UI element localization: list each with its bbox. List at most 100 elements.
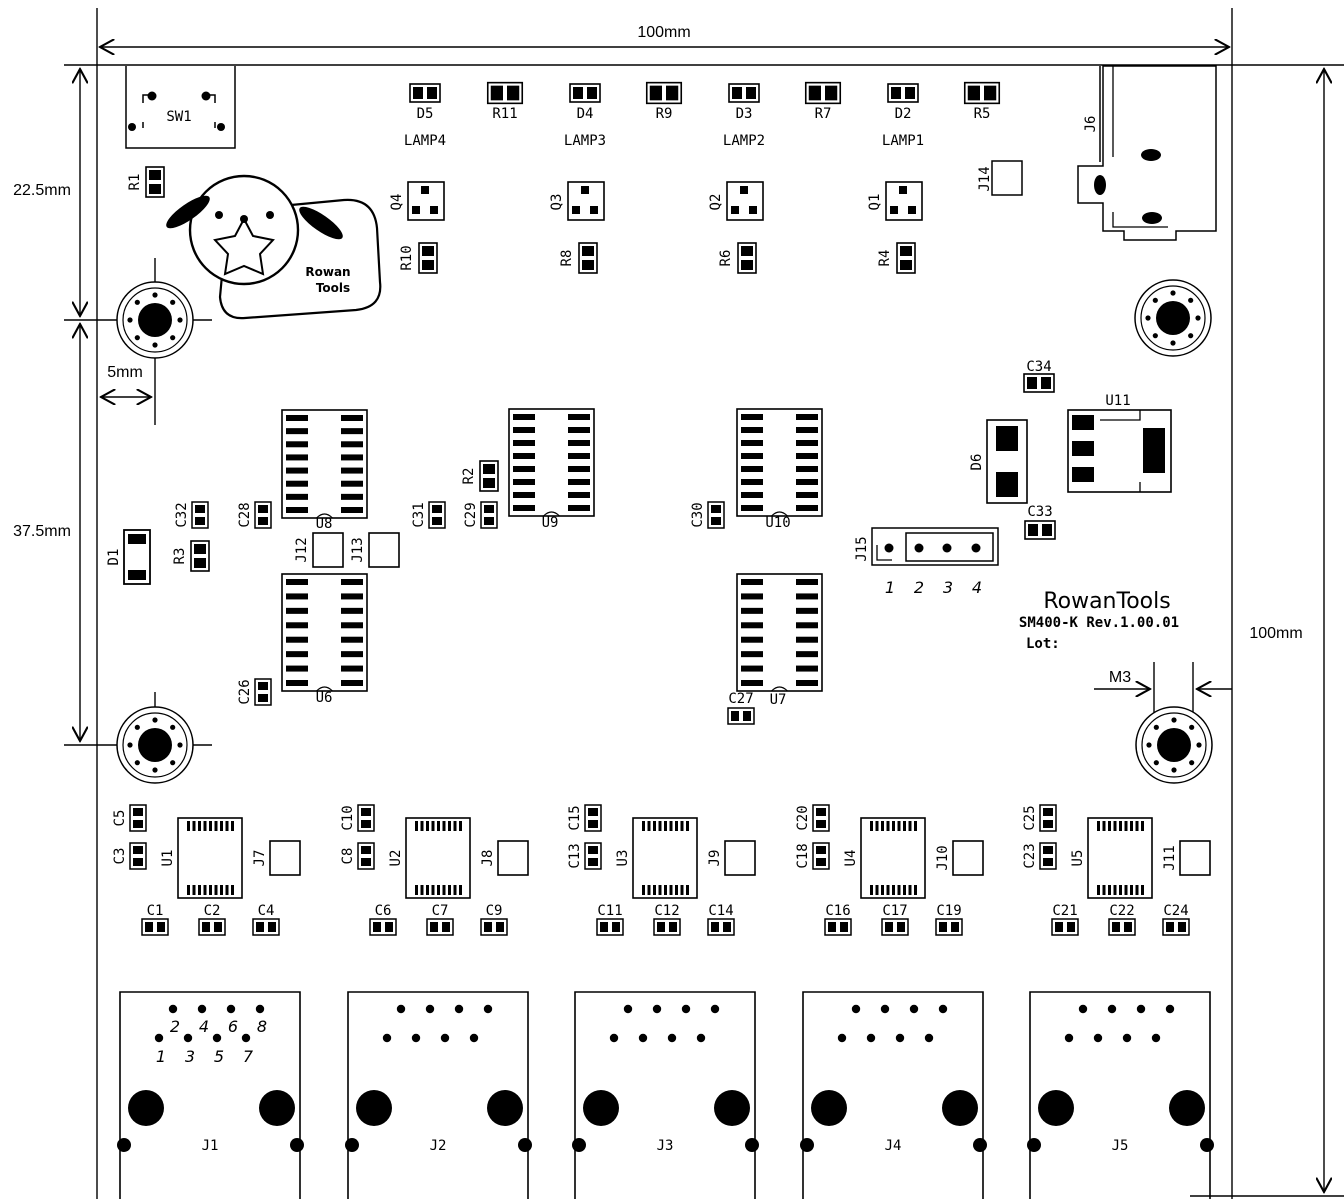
u11-label: U11 <box>1105 393 1130 409</box>
rj45-label: J5 <box>1112 1138 1129 1154</box>
cap-c32: C32 <box>174 501 209 529</box>
c34-label: C34 <box>1026 359 1051 375</box>
cap-label: C23 <box>1022 843 1038 868</box>
sw1-label: SW1 <box>166 109 191 125</box>
cap-label: C9 <box>486 903 503 919</box>
resistor-label: R4 <box>877 250 893 267</box>
ic-u7: U7 <box>736 573 823 708</box>
r2-label: R2 <box>461 468 477 485</box>
diode-d1: D1 <box>106 529 151 585</box>
cap-label: C18 <box>795 843 811 868</box>
j14-label: J14 <box>977 166 993 191</box>
board-outline <box>96 64 1233 1199</box>
lamp-label: LAMP4 <box>404 133 446 149</box>
cap-c15: C15 <box>567 804 602 832</box>
rj45-pin-label: 8 <box>257 1017 267 1036</box>
connector: J7 <box>252 840 301 876</box>
connector-label: J7 <box>252 850 268 867</box>
connector-label: J10 <box>935 845 951 870</box>
c29-label: C29 <box>463 502 479 527</box>
rj45-label: J2 <box>430 1138 447 1154</box>
rj45-label: J4 <box>885 1138 902 1154</box>
u7-label: U7 <box>770 692 787 708</box>
cap-label: C14 <box>708 903 733 919</box>
cap-c34: C34 <box>1023 359 1055 393</box>
c28-label: C28 <box>237 502 253 527</box>
r1-label: R1 <box>127 174 143 191</box>
cap-c6: C6 <box>369 903 397 936</box>
cap-c16: C16 <box>824 903 852 936</box>
ic-label: U5 <box>1070 850 1086 867</box>
cap-label: C5 <box>112 810 128 827</box>
cap-c29: C29 <box>463 501 498 529</box>
cap-c20: C20 <box>795 804 830 832</box>
cap-label: C7 <box>432 903 449 919</box>
rj45-pin-label: 4 <box>199 1017 209 1036</box>
resistor-r1: R1 <box>127 166 165 198</box>
resistor-label: R10 <box>399 245 415 270</box>
cap-label: C1 <box>147 903 164 919</box>
cap-c27: C27 <box>727 691 755 725</box>
resistor-label: R5 <box>974 106 991 122</box>
u6-label: U6 <box>316 690 333 706</box>
resistor-label: R9 <box>656 106 673 122</box>
logo-text-rowan: Rowan <box>305 265 350 279</box>
cap-c3: C3 <box>112 842 147 870</box>
dimension-middle-left-label: 37.5mm <box>13 523 71 540</box>
led-label: D2 <box>895 106 912 122</box>
c30-label: C30 <box>690 502 706 527</box>
rj45-pin-label: 2 <box>170 1017 180 1036</box>
mounting-hole-bottom-right <box>1135 706 1213 784</box>
cap-c9: C9 <box>480 903 508 936</box>
cap-label: C8 <box>340 848 356 865</box>
cap-c4: C4 <box>252 903 280 936</box>
d6-label: D6 <box>969 454 985 471</box>
phy-ic: U2 <box>388 817 471 899</box>
c33-label: C33 <box>1027 504 1052 520</box>
cap-c11: C11 <box>596 903 624 936</box>
cap-c17: C17 <box>881 903 909 936</box>
j14-connector: J14 <box>977 160 1023 196</box>
cap-label: C22 <box>1109 903 1134 919</box>
j6-dc-jack: J6 <box>1077 65 1217 241</box>
transistor-label: Q4 <box>389 194 405 211</box>
phy-ic: U4 <box>843 817 926 899</box>
cap-label: C10 <box>340 805 356 830</box>
j15-label: J15 <box>854 536 870 561</box>
cap-c5: C5 <box>112 804 147 832</box>
lamp-label: LAMP3 <box>564 133 606 149</box>
switch-sw1: SW1 <box>125 66 236 149</box>
lamp-label: LAMP2 <box>723 133 765 149</box>
j12-label: J12 <box>294 537 310 562</box>
lot-label: Lot: <box>1026 636 1060 652</box>
cap-label: C13 <box>567 843 583 868</box>
conn-j12: J12 <box>294 532 344 568</box>
cap-label: C6 <box>375 903 392 919</box>
j15-pin-label: 4 <box>972 578 982 597</box>
rj45-pin-label: 7 <box>243 1047 254 1066</box>
j6-label: J6 <box>1083 116 1099 133</box>
u8-label: U8 <box>316 516 333 532</box>
conn-j13: J13 <box>350 532 400 568</box>
phy-ic: U1 <box>160 817 243 899</box>
connector-label: J9 <box>707 850 723 867</box>
resistor-label: R6 <box>718 250 734 267</box>
cap-c13: C13 <box>567 842 602 870</box>
j15-pin-label: 3 <box>943 578 953 597</box>
ic-u8: U8 <box>281 409 368 532</box>
cap-label: C12 <box>654 903 679 919</box>
cap-c14: C14 <box>707 903 735 936</box>
cap-c31: C31 <box>411 501 446 529</box>
cap-label: C25 <box>1022 805 1038 830</box>
